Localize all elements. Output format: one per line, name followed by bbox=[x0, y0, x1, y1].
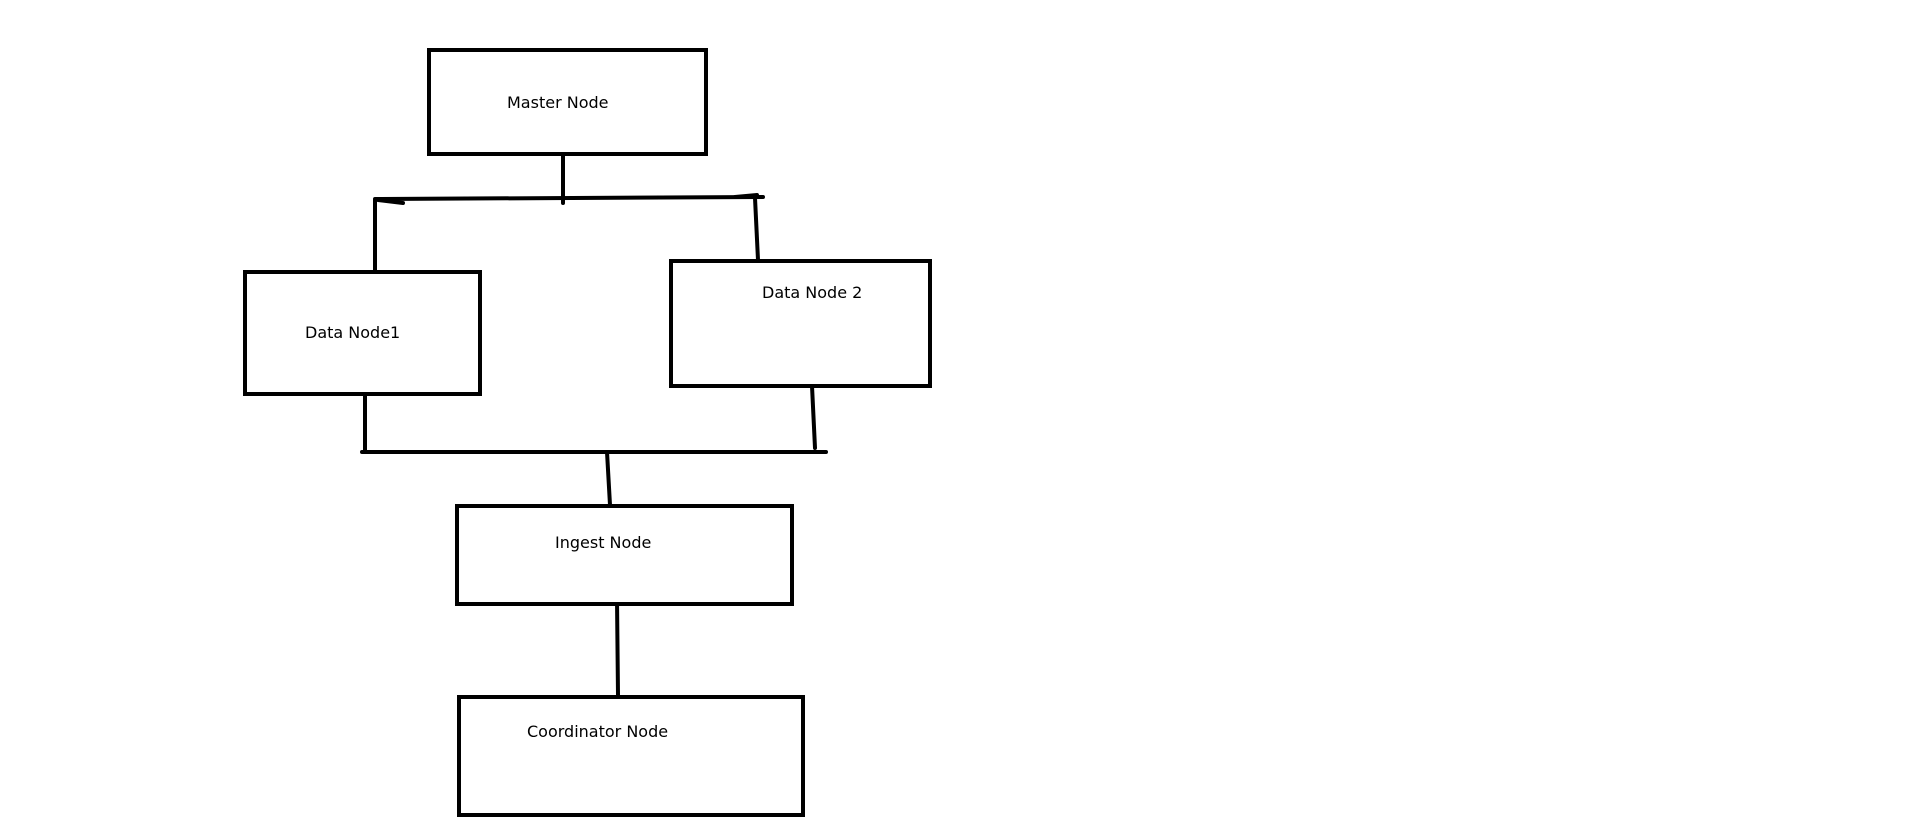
connectors bbox=[360, 151, 828, 697]
ingest-node-box bbox=[455, 504, 794, 606]
data-node-1: Data Node1 bbox=[243, 270, 482, 396]
connector-top-bus-tick-left bbox=[376, 198, 405, 205]
connector-top-bus bbox=[373, 195, 765, 201]
connector-to-data2 bbox=[753, 196, 760, 262]
data-node-1-label: Data Node1 bbox=[305, 323, 400, 342]
master-node: Master Node bbox=[427, 48, 708, 156]
data-node-2-box bbox=[669, 259, 932, 388]
master-node-label: Master Node bbox=[507, 93, 608, 112]
connector-ingest-to-coordinator bbox=[615, 598, 620, 697]
connector-data2-down bbox=[810, 384, 817, 450]
coordinator-node-box bbox=[457, 695, 805, 817]
master-node-box bbox=[427, 48, 708, 156]
connector-to-ingest bbox=[605, 450, 612, 507]
ingest-node: Ingest Node bbox=[455, 504, 794, 606]
connector-top-bus-tick-right bbox=[733, 193, 759, 199]
coordinator-node-label: Coordinator Node bbox=[527, 722, 668, 741]
data-node-2: Data Node 2 bbox=[669, 259, 932, 388]
ingest-node-label: Ingest Node bbox=[555, 533, 651, 552]
data-node-2-label: Data Node 2 bbox=[762, 283, 862, 302]
coordinator-node: Coordinator Node bbox=[457, 695, 805, 817]
data-node-1-box bbox=[243, 270, 482, 396]
